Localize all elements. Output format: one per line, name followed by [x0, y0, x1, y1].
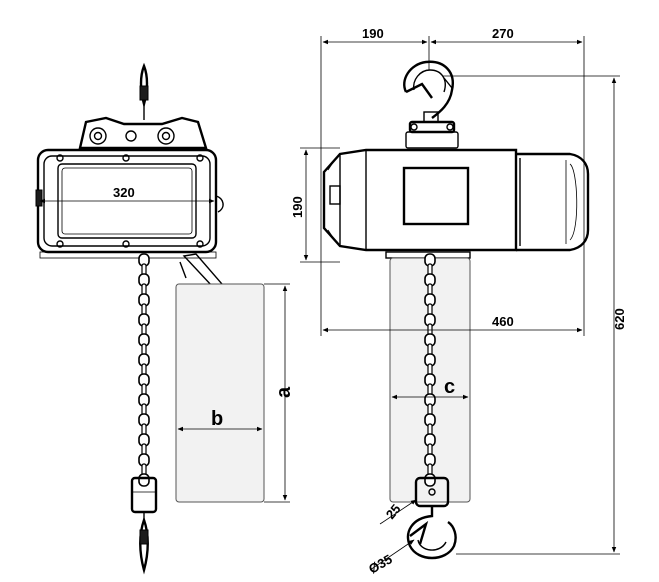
- dimension-190-side: 190: [290, 147, 340, 263]
- side-bottom-hook-icon: [406, 506, 457, 560]
- dimension-190-top-label: 190: [362, 26, 384, 41]
- dimension-d35-label: Ø35: [366, 551, 395, 576]
- chain-link: [424, 473, 436, 487]
- dimension-25-label: 25: [383, 501, 404, 522]
- chain-bag: [175, 283, 265, 503]
- dimension-460-label: 460: [492, 314, 514, 329]
- front-top-hook-icon: [139, 62, 149, 120]
- front-body-housing: [35, 148, 224, 259]
- dimension-620: 620: [442, 75, 627, 555]
- dimension-620-label: 620: [612, 308, 627, 330]
- chain-guide: [179, 253, 224, 287]
- dimension-190-side-label: 190: [290, 196, 305, 218]
- dimension-b: b: [177, 408, 263, 432]
- chain-link: [138, 473, 150, 487]
- dimension-25: 25: [379, 499, 417, 525]
- side-top-hook-icon: [403, 60, 454, 123]
- dimension-d35: Ø35: [366, 539, 415, 577]
- side-top-bracket: [405, 120, 459, 149]
- front-view: 320 b a: [35, 62, 295, 575]
- dimension-320-label: 320: [113, 185, 135, 200]
- dimension-c: c: [391, 376, 469, 400]
- dimension-b-label: b: [211, 408, 223, 430]
- dimension-top: 190 270: [320, 26, 585, 336]
- dimension-a-label: a: [273, 386, 295, 398]
- side-body-housing: [322, 148, 590, 252]
- dimension-270-label: 270: [492, 26, 514, 41]
- front-top-bracket: [78, 116, 208, 150]
- dimension-c-label: c: [444, 376, 455, 398]
- front-bottom-hook-icon: [139, 516, 149, 575]
- front-load-chain: [138, 253, 150, 487]
- dimension-320: 320: [39, 185, 215, 204]
- front-bottom-block: [130, 476, 158, 520]
- dimension-a: a: [264, 283, 295, 503]
- dimension-460: 460: [322, 314, 583, 333]
- side-view: 190 270 620: [290, 26, 627, 577]
